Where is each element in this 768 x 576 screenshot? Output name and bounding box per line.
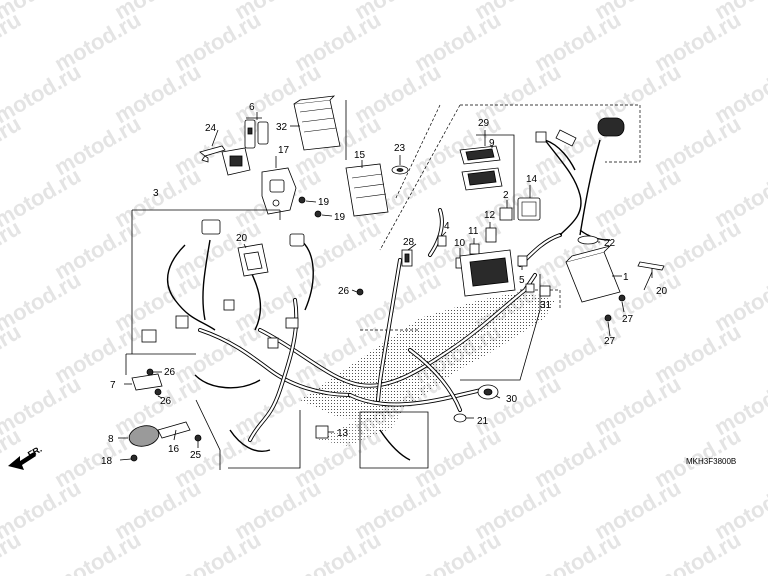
callout-26a: 26 bbox=[164, 367, 176, 378]
callout-19a: 19 bbox=[318, 197, 330, 208]
grommet-30 bbox=[477, 384, 499, 400]
tie-22 bbox=[577, 235, 599, 245]
callout-28: 28 bbox=[403, 237, 415, 248]
sensor-top-right bbox=[535, 117, 625, 147]
leader-lines bbox=[118, 112, 653, 461]
watermark-text: motod.ru bbox=[170, 527, 265, 576]
callout-32: 32 bbox=[276, 122, 288, 133]
bolt-19b bbox=[314, 210, 322, 218]
callout-3: 3 bbox=[153, 188, 159, 199]
harness-shading bbox=[300, 292, 555, 446]
callout-5: 5 bbox=[519, 275, 525, 286]
callout-27a: 27 bbox=[622, 314, 634, 325]
callout-11: 11 bbox=[468, 226, 479, 237]
band-20-left bbox=[237, 243, 269, 277]
callout-12: 12 bbox=[484, 210, 496, 221]
fuse-12 bbox=[485, 227, 497, 243]
callout-20a: 20 bbox=[236, 233, 248, 244]
fuse-block-29 bbox=[459, 145, 503, 191]
callout-17: 17 bbox=[278, 145, 290, 156]
relay-14 bbox=[517, 197, 541, 221]
callout-29: 29 bbox=[478, 118, 490, 129]
unit-1 bbox=[565, 245, 621, 303]
frames bbox=[125, 100, 541, 470]
grouping-lines bbox=[360, 104, 641, 331]
callout-1: 1 bbox=[623, 272, 629, 283]
relay-2 bbox=[499, 207, 513, 221]
grommet-23 bbox=[391, 165, 409, 175]
callout-6: 6 bbox=[249, 102, 255, 113]
bolt-26c bbox=[356, 288, 364, 296]
callout-9: 9 bbox=[489, 138, 495, 149]
front-label: FR. bbox=[26, 444, 44, 460]
callout-25: 25 bbox=[190, 450, 202, 461]
ecu-32 bbox=[293, 95, 341, 151]
bracket-24 bbox=[199, 145, 226, 163]
parts bbox=[128, 95, 665, 462]
callout-22: 22 bbox=[604, 238, 616, 249]
watermark-text: motod.ru bbox=[0, 527, 25, 576]
fuse-11 bbox=[469, 243, 480, 255]
bolt-27b bbox=[604, 314, 612, 322]
watermark-text: motod.ru bbox=[0, 423, 25, 492]
fuse-5 bbox=[517, 255, 528, 267]
connector-13 bbox=[315, 425, 329, 439]
watermark-text: motod.ru bbox=[530, 527, 625, 576]
fuse-4 bbox=[437, 235, 447, 247]
callout-15: 15 bbox=[354, 150, 366, 161]
connector-28 bbox=[401, 249, 413, 267]
callout-7: 7 bbox=[110, 380, 116, 391]
callout-2: 2 bbox=[503, 190, 509, 201]
bolt-26b bbox=[154, 388, 162, 396]
callout-16: 16 bbox=[168, 444, 180, 455]
callout-numbers: 1 2 3 4 5 6 7 8 9 10 11 12 13 14 15 16 1… bbox=[101, 102, 668, 467]
callout-30: 30 bbox=[506, 394, 518, 405]
watermark-text: motod.ru bbox=[290, 527, 385, 576]
watermark-text: motod.ru bbox=[410, 527, 505, 576]
callout-10: 10 bbox=[454, 238, 466, 249]
callout-20b: 20 bbox=[656, 286, 668, 297]
connector-group-left bbox=[141, 219, 305, 349]
callout-23: 23 bbox=[394, 143, 406, 154]
fuse-box-15 bbox=[345, 163, 389, 217]
bolt-19a bbox=[298, 196, 306, 204]
mount-7 bbox=[131, 373, 163, 391]
callout-4: 4 bbox=[444, 221, 450, 232]
bracket-16 bbox=[157, 421, 191, 439]
watermark-text: motod.ru bbox=[50, 527, 145, 576]
callout-18: 18 bbox=[101, 456, 113, 467]
callout-31: 31 bbox=[540, 300, 552, 311]
callout-21: 21 bbox=[477, 416, 489, 427]
callout-13: 13 bbox=[337, 428, 349, 439]
sensor-17 bbox=[261, 167, 297, 215]
band-20-right bbox=[637, 261, 665, 271]
callout-14: 14 bbox=[526, 174, 538, 185]
callout-26c: 26 bbox=[338, 286, 350, 297]
callout-19b: 19 bbox=[334, 212, 346, 223]
watermark-text: motod.ru bbox=[0, 319, 25, 388]
connector-6 bbox=[221, 119, 269, 176]
bolt-27a bbox=[618, 294, 626, 302]
bolt-25 bbox=[194, 434, 202, 442]
watermark-text: motod.ru bbox=[0, 215, 25, 284]
callout-26b: 26 bbox=[160, 396, 172, 407]
callout-27b: 27 bbox=[604, 336, 616, 347]
watermark-text: motod.ru bbox=[0, 7, 25, 76]
callout-24: 24 bbox=[205, 123, 217, 134]
clip-21 bbox=[453, 413, 467, 423]
watermark-text: motod.ru bbox=[0, 111, 25, 180]
reflector-8 bbox=[128, 425, 160, 447]
watermark-text: motod.ru bbox=[650, 527, 745, 576]
main-fuse-box bbox=[459, 249, 516, 297]
diagram-code: MKH3F3800B bbox=[686, 457, 736, 466]
callout-8: 8 bbox=[108, 434, 114, 445]
bolt-18 bbox=[130, 454, 138, 462]
